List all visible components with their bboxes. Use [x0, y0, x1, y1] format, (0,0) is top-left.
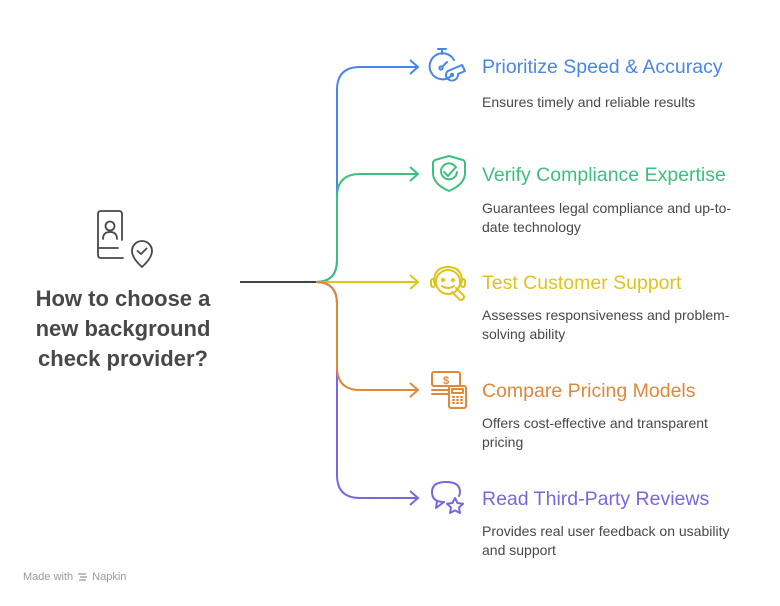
money-calculator-icon: $ — [431, 371, 467, 409]
shield-check-icon — [432, 155, 466, 192]
made-with-label: Made with — [23, 571, 74, 583]
chat-star-icon — [431, 481, 464, 514]
connector-pricing — [315, 281, 418, 391]
item-description-speed: Ensures timely and reliable results — [482, 94, 696, 110]
arrowhead-pricing — [409, 382, 420, 398]
central-title: How to choose a new background check pro… — [35, 286, 211, 371]
id-card-verified-location-icon — [97, 210, 153, 268]
item-title-pricing: Compare Pricing Models — [482, 380, 696, 402]
headset-agent-icon — [430, 266, 466, 301]
item-title-support: Test Customer Support — [482, 272, 682, 294]
svg-text:$: $ — [443, 375, 449, 387]
napkin-brand-label: Napkin — [92, 571, 127, 583]
arrowhead-compliance — [409, 166, 420, 182]
arrowhead-support — [409, 274, 420, 290]
item-description-support: Assesses responsiveness and problem-solv… — [482, 307, 730, 342]
napkin-logo-icon — [78, 572, 88, 581]
connector-compliance — [315, 173, 418, 283]
item-description-reviews: Provides real user feedback on usability… — [482, 523, 730, 558]
arrowhead-speed — [409, 59, 420, 75]
item-title-reviews: Read Third-Party Reviews — [482, 488, 710, 510]
item-title-speed: Prioritize Speed & Accuracy — [482, 56, 723, 78]
item-description-pricing: Offers cost-effective and transparent pr… — [482, 415, 708, 450]
item-title-compliance: Verify Compliance Expertise — [482, 164, 726, 186]
stopwatch-whistle-icon — [428, 48, 466, 82]
footer-watermark: Made with Napkin — [23, 571, 126, 583]
arrowhead-reviews — [409, 490, 420, 506]
item-description-compliance: Guarantees legal compliance and up-to-da… — [482, 200, 732, 235]
